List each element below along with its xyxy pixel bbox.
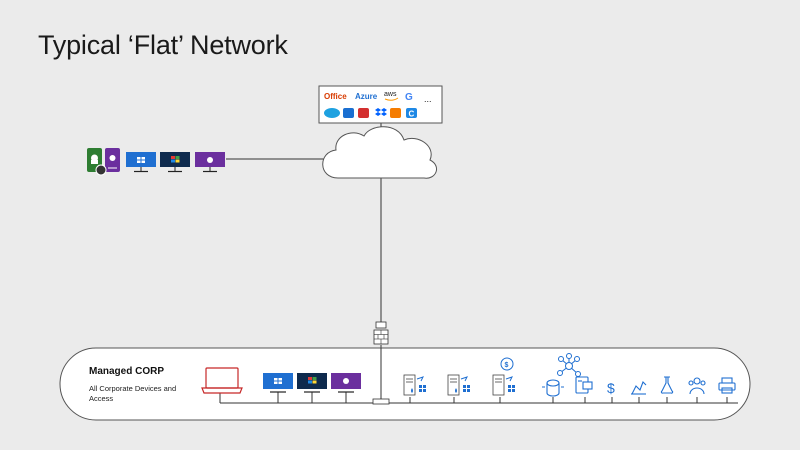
lab-flask-icon [660, 376, 674, 394]
managed-corp-subtitle: All Corporate Devices and Access [89, 384, 177, 403]
windows-monitor-icon [126, 152, 156, 167]
network-hub-icon [557, 353, 581, 377]
printer-icon [718, 377, 736, 394]
google-label: G [405, 92, 413, 103]
more-label: ... [424, 94, 432, 104]
internet-devices [87, 148, 225, 176]
laptop-icon [201, 367, 243, 394]
svg-text:$: $ [505, 362, 509, 369]
office-label: Office [324, 92, 347, 101]
page-title: Typical ‘Flat’ Network [38, 30, 288, 60]
svg-text:C: C [409, 110, 415, 119]
app-c-icon [406, 108, 417, 118]
network-switch-icon [372, 398, 390, 405]
corp-windows-monitor-icon [263, 373, 293, 389]
cloud-services-panel: Office Azure aws G ... C [318, 85, 443, 124]
app-orange-icon [390, 108, 401, 118]
salesforce-icon [324, 108, 340, 118]
firewall-icon [373, 321, 389, 345]
cloud-icon [322, 126, 438, 179]
box-icon [343, 108, 354, 118]
shield-badge-icon [95, 164, 107, 176]
finance-icon: $ [607, 380, 615, 396]
dropbox-icon [375, 108, 387, 116]
aws-smile-icon [384, 97, 399, 101]
people-icon [688, 377, 706, 395]
sync-icon [500, 357, 514, 371]
corp-devices [201, 367, 361, 394]
database-icon [542, 379, 564, 397]
managed-corp-title: Managed CORP [89, 366, 165, 377]
server-3-icon: $ [492, 357, 515, 396]
document-app-icon [575, 376, 593, 394]
manufacturing-icon [631, 381, 647, 395]
aws-label: aws [384, 91, 397, 98]
app-red-icon [358, 108, 369, 118]
server-2-icon [447, 374, 470, 396]
server-1-icon [403, 374, 426, 396]
azure-label: Azure [355, 92, 378, 101]
